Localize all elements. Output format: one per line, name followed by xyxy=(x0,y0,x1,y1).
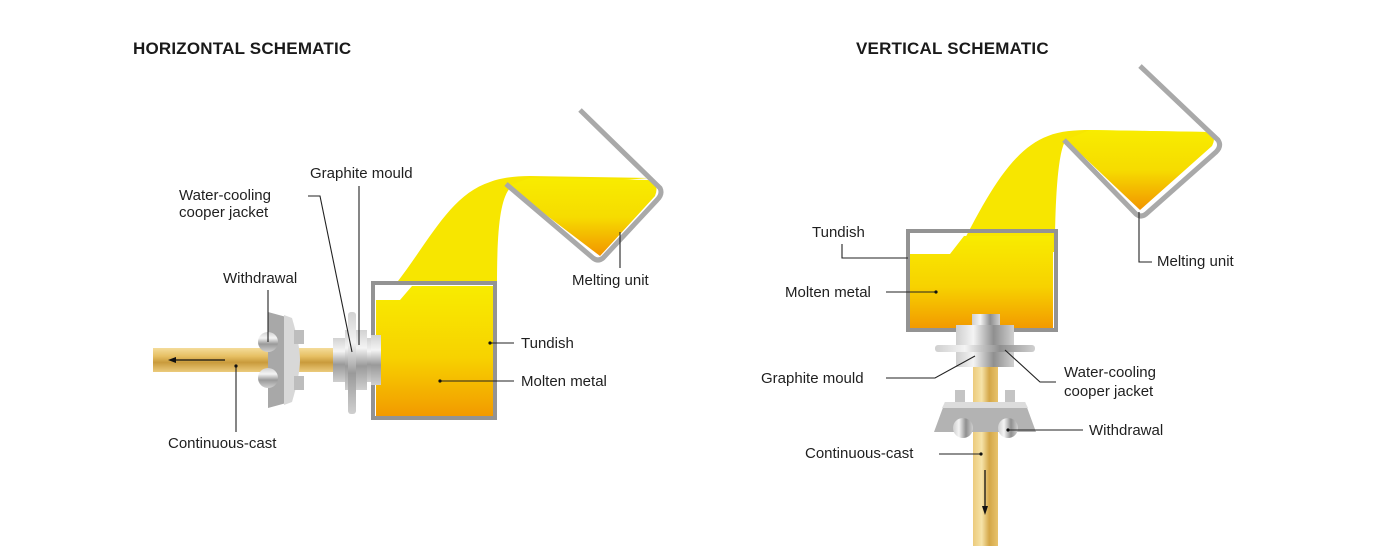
label-continuous-cast: Continuous-cast xyxy=(168,435,277,452)
vertical-schematic-title: VERTICAL SCHEMATIC xyxy=(856,39,1049,58)
melting-unit-metal xyxy=(508,178,657,256)
label-melting-unit-vertical: Melting unit xyxy=(1157,253,1234,270)
label-molten-metal: Molten metal xyxy=(521,373,607,390)
tundish-metal-vertical xyxy=(910,236,1053,328)
vertical-schematic xyxy=(841,64,1223,546)
horizontal-schematic xyxy=(153,108,664,432)
water-cooling-jacket xyxy=(348,312,356,414)
label-water-cooling-line2: cooper jacket xyxy=(179,204,269,221)
label-tundish-vertical: Tundish xyxy=(812,224,865,241)
label-water-cooling-vertical-line2: cooper jacket xyxy=(1064,383,1154,400)
label-molten-metal-vertical: Molten metal xyxy=(785,284,871,301)
continuous-cast-rod-vertical xyxy=(973,360,998,546)
tundish-metal xyxy=(376,286,493,416)
label-water-cooling-vertical-line1: Water-cooling xyxy=(1064,364,1156,381)
water-cooling-jacket-vertical xyxy=(935,345,1035,352)
horizontal-schematic-title: HORIZONTAL SCHEMATIC xyxy=(133,39,352,58)
label-melting-unit: Melting unit xyxy=(572,272,649,289)
label-tundish: Tundish xyxy=(521,335,574,352)
melting-unit-metal-vertical xyxy=(1066,130,1214,210)
label-withdrawal-vertical: Withdrawal xyxy=(1089,422,1164,439)
label-graphite-mould-vertical: Graphite mould xyxy=(761,370,864,387)
melting-unit-vessel xyxy=(504,108,664,263)
pour-stream xyxy=(395,176,650,285)
melting-unit-vessel-vertical xyxy=(1062,64,1223,219)
label-withdrawal: Withdrawal xyxy=(223,270,298,287)
label-graphite-mould: Graphite mould xyxy=(310,165,413,182)
pour-stream-vertical xyxy=(958,130,1210,252)
label-continuous-cast-vertical: Continuous-cast xyxy=(805,445,914,462)
label-water-cooling-line1: Water-cooling xyxy=(179,187,271,204)
withdrawal-rolls xyxy=(258,312,304,408)
withdrawal-rolls-vertical xyxy=(934,390,1036,438)
